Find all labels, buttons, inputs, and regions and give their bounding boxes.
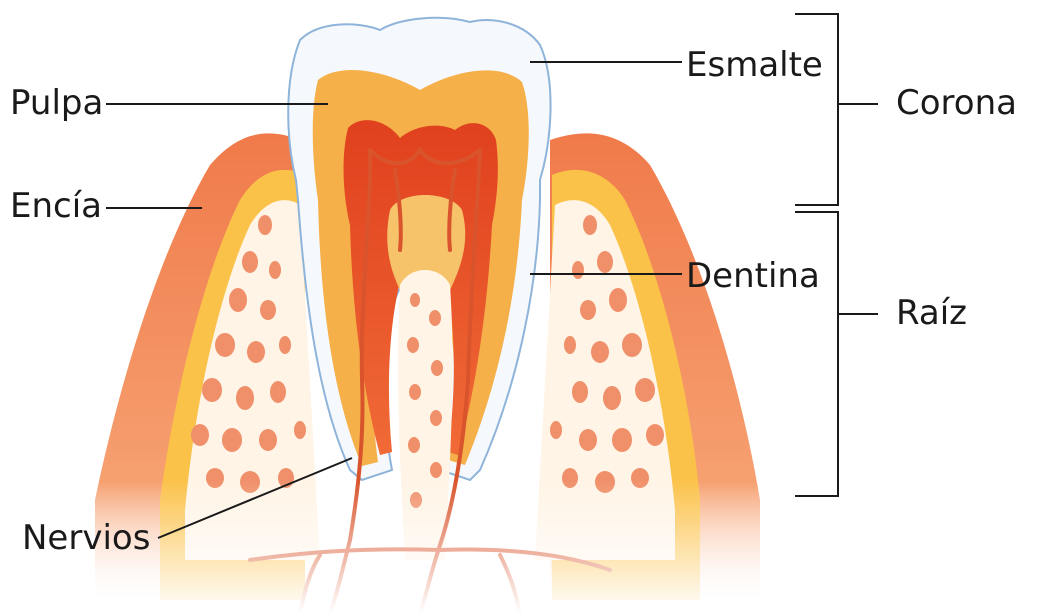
label-corona: Corona xyxy=(896,86,1017,120)
label-dentina: Dentina xyxy=(686,259,820,293)
bottom-fade xyxy=(0,480,1037,613)
bracket-corona xyxy=(795,14,838,205)
label-nervios: Nervios xyxy=(22,521,150,555)
bracket-raiz xyxy=(795,212,838,496)
brackets xyxy=(795,14,878,496)
label-esmalte: Esmalte xyxy=(686,48,823,82)
label-pulpa: Pulpa xyxy=(10,86,103,120)
label-encia: Encía xyxy=(10,189,102,223)
label-raiz: Raíz xyxy=(896,296,967,330)
